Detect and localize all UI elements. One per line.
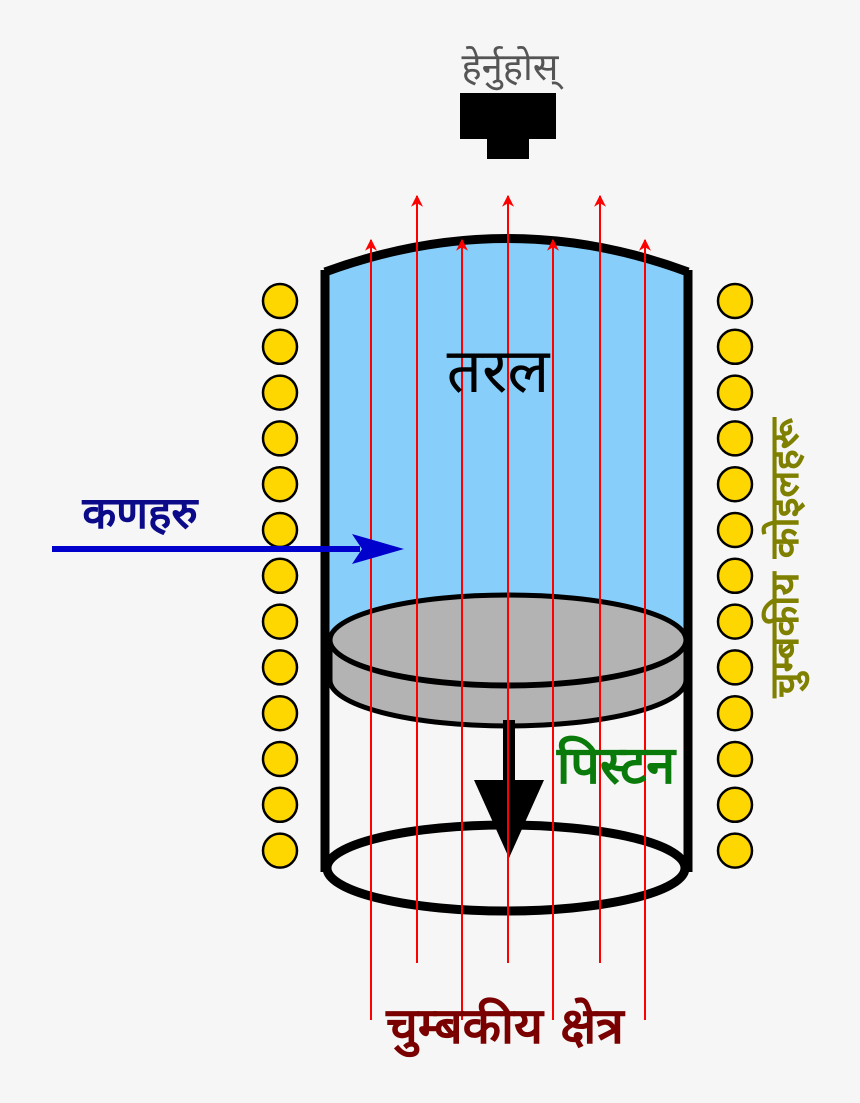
coil (716, 649, 754, 686)
coil (716, 740, 754, 778)
coil (716, 511, 754, 549)
coil (716, 465, 754, 503)
fluid-body (325, 238, 688, 640)
coil (261, 786, 299, 824)
coil (261, 832, 299, 869)
cylinder-outline (320, 234, 693, 916)
magnetic-coils-left (261, 282, 299, 869)
coil (261, 420, 299, 457)
coil (261, 374, 299, 411)
magnetic-field-label: चुम्बकीय क्षेत्र (385, 997, 626, 1058)
particles-arrow (52, 534, 404, 564)
coil (261, 282, 299, 320)
particles-label: कणहरु (81, 488, 199, 539)
coil (716, 328, 754, 366)
coil (261, 328, 299, 366)
detector-label: हेर्नुहोस् (462, 45, 565, 91)
magnetic-coils-right (716, 282, 754, 869)
coil (716, 420, 754, 457)
detector (460, 93, 556, 159)
coil (261, 557, 299, 595)
coil (261, 694, 299, 732)
coils-label: चुम्बकीय कोइलहरू (761, 416, 810, 699)
coil (716, 374, 754, 411)
coil (716, 694, 754, 732)
piston-label: पिस्टन (556, 735, 677, 796)
coil (261, 465, 299, 503)
coil (716, 282, 754, 320)
coil (261, 603, 299, 640)
coil (261, 649, 299, 686)
coil (261, 740, 299, 778)
coil (261, 511, 299, 549)
coil (716, 832, 754, 869)
magnetic-field-lines (365, 194, 651, 1020)
coil (716, 603, 754, 640)
fluid-label: तरल (447, 334, 551, 407)
coil (716, 557, 754, 595)
coil (716, 786, 754, 824)
